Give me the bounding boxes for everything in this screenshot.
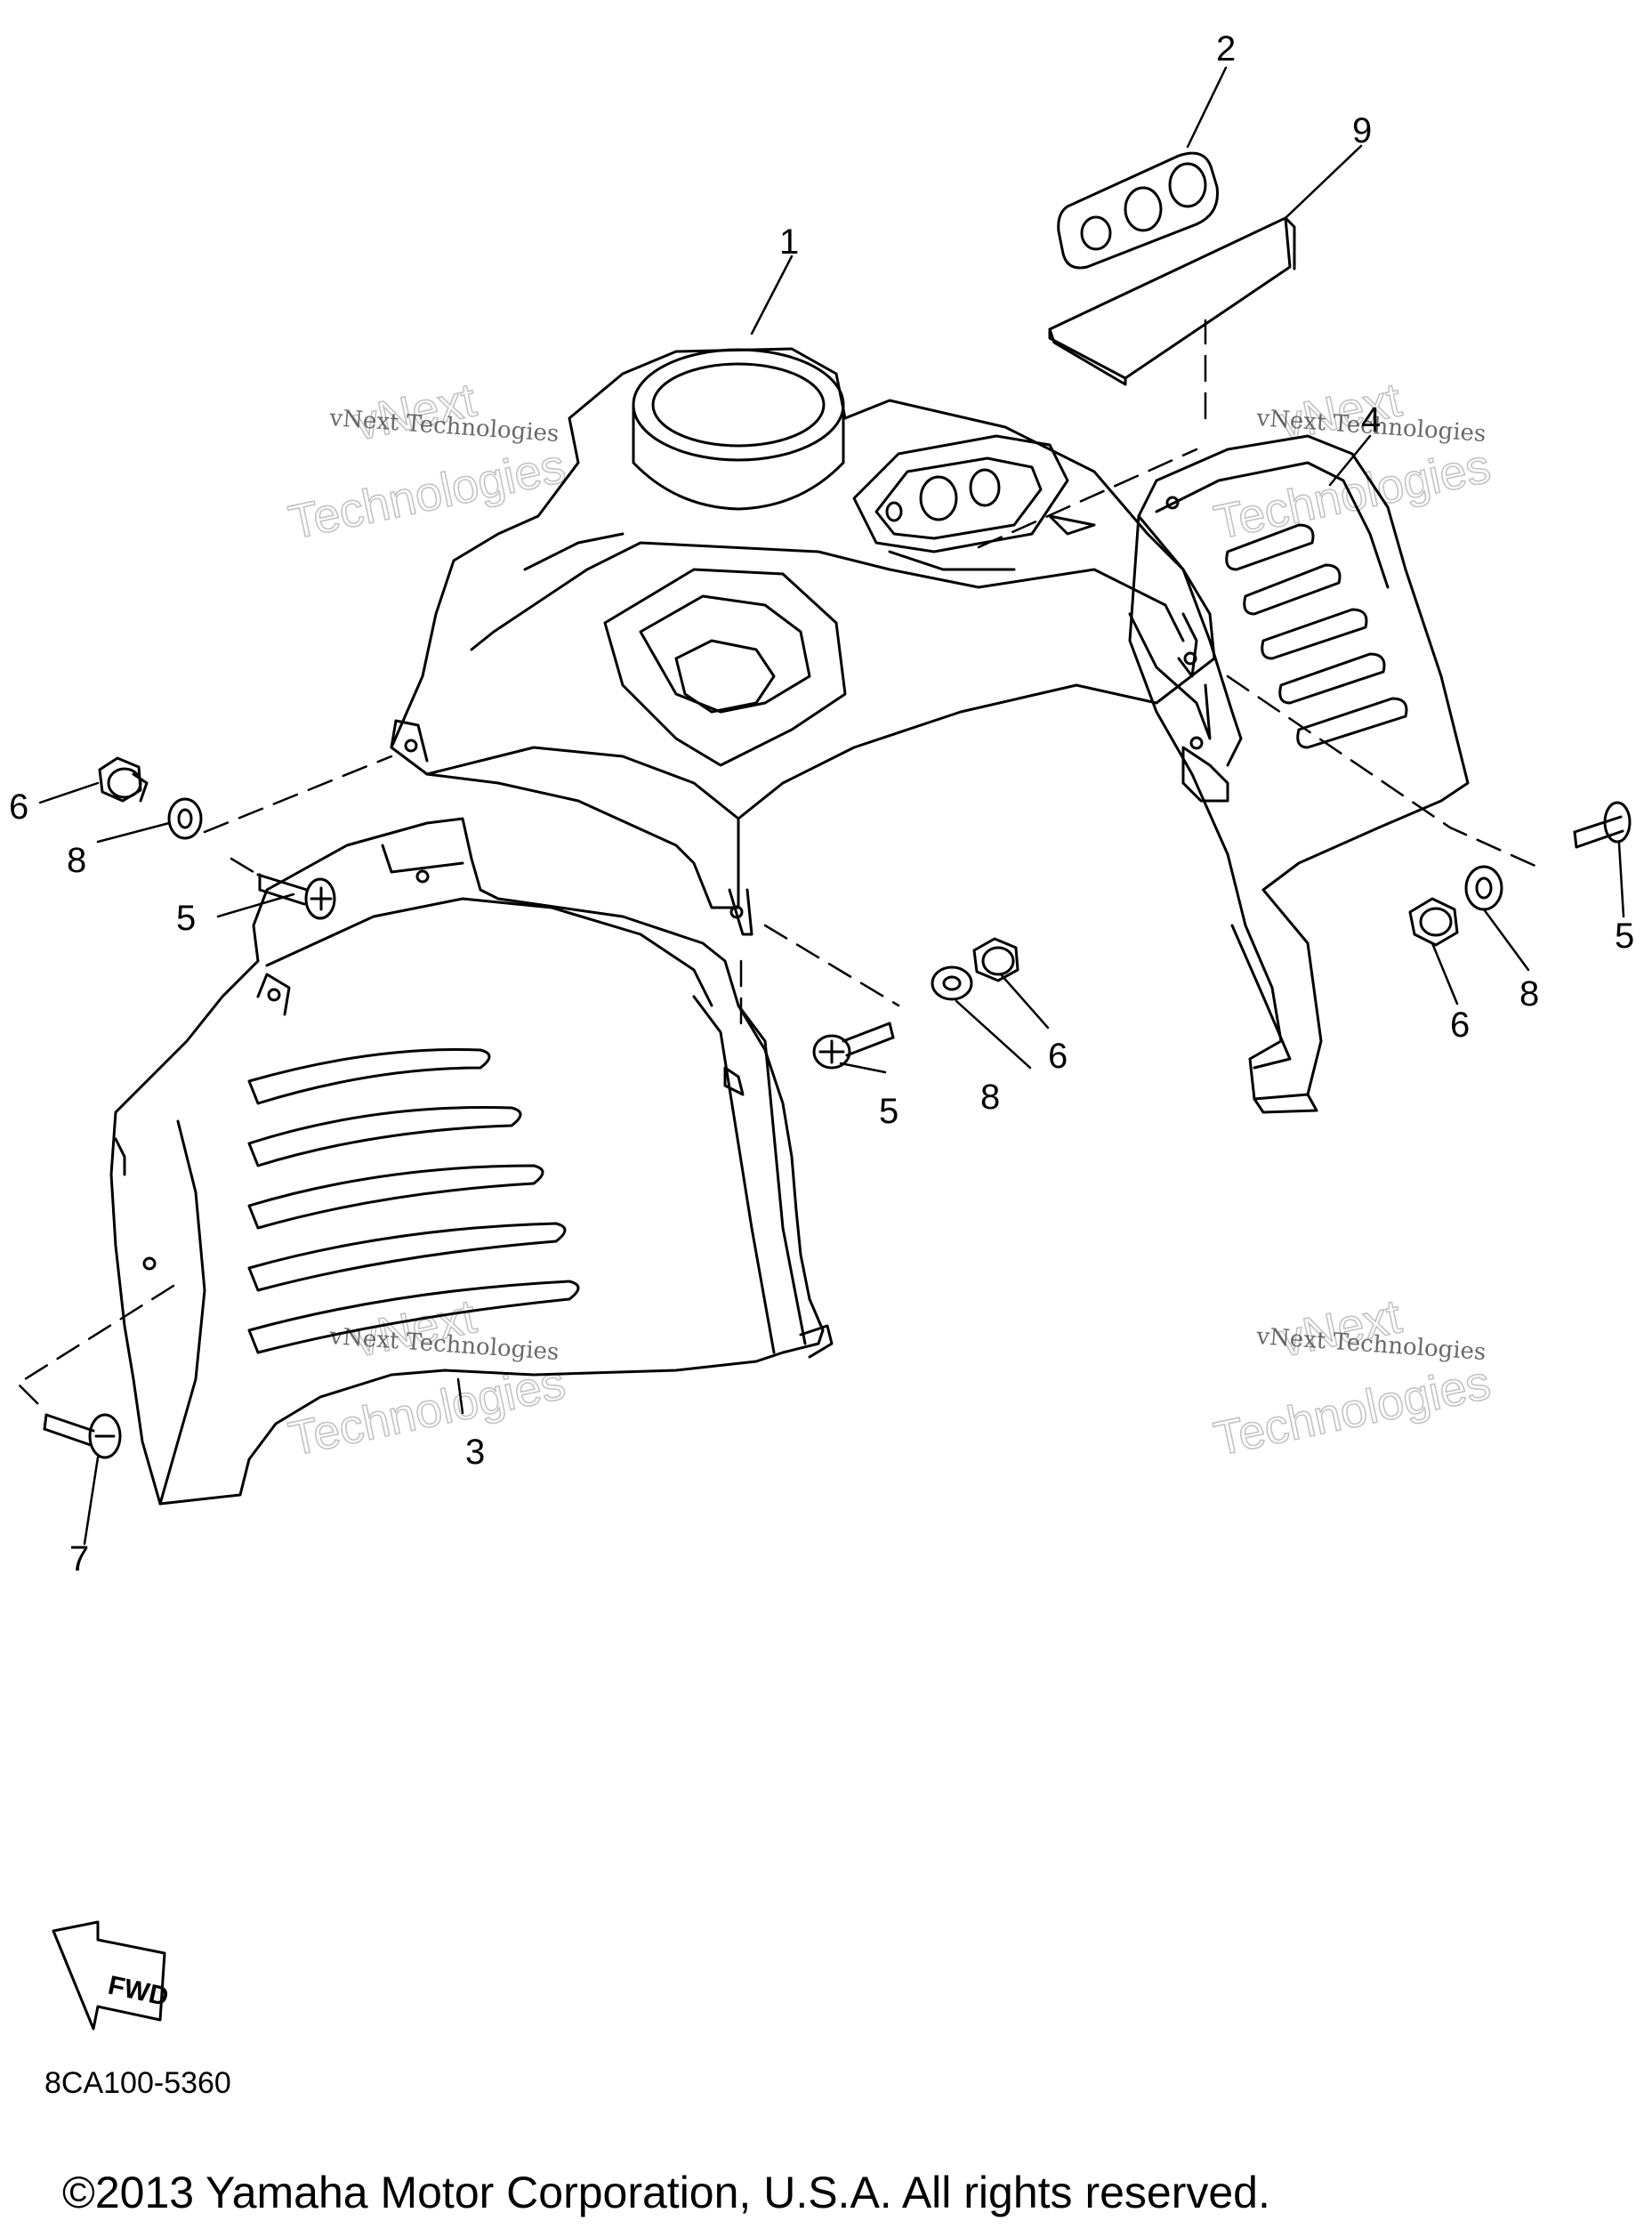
nut-left xyxy=(98,756,149,803)
callout-6-right: 6 xyxy=(1450,1005,1470,1045)
fwd-label: FWD xyxy=(106,1971,172,2012)
washer-right xyxy=(1464,865,1503,911)
svg-text:Technologies: Technologies xyxy=(1210,1356,1495,1466)
watermark-bottom-left: vNext Technologies vNext Technologies xyxy=(284,1288,570,1466)
copyright-notice: ©2013 Yamaha Motor Corporation, U.S.A. A… xyxy=(62,2168,1270,2217)
nut-right xyxy=(1408,897,1459,947)
bolt-right xyxy=(1573,801,1632,849)
callout-8-center: 8 xyxy=(980,1078,1000,1117)
watermark-bottom-right: vNext Technologies vNext Technologies xyxy=(1209,1288,1495,1466)
diagram-part-code: 8CA100-5360 xyxy=(44,2066,231,2100)
fwd-arrow-icon xyxy=(52,1920,166,2031)
callout-4: 4 xyxy=(1361,400,1381,440)
callout-3: 3 xyxy=(465,1433,485,1472)
washer-center xyxy=(931,965,973,1001)
callout-2: 2 xyxy=(1216,29,1236,69)
callout-5-left: 5 xyxy=(176,899,196,938)
callout-numbers: 1 2 3 4 5 5 5 6 6 6 7 8 8 8 9 xyxy=(9,29,1634,1579)
front-top-cover xyxy=(390,347,1216,936)
right-side-panel xyxy=(1128,434,1470,1114)
leader-lines xyxy=(38,66,1625,1546)
assembly-lines xyxy=(16,319,1541,1408)
callout-7: 7 xyxy=(69,1539,89,1579)
watermark-top-right: vNext Technologies vNext Technologies xyxy=(1209,372,1495,550)
callout-5-center: 5 xyxy=(879,1092,899,1131)
nut-center xyxy=(972,937,1019,982)
callout-1: 1 xyxy=(779,222,799,262)
watermark-top-left: vNext Technologies vNext Technologies xyxy=(284,372,570,550)
screw xyxy=(43,1413,122,1459)
bolt-left xyxy=(256,873,336,920)
callout-6-center: 6 xyxy=(1048,1037,1068,1076)
callout-8-right: 8 xyxy=(1519,974,1539,1014)
callout-5-right: 5 xyxy=(1615,917,1634,956)
plate xyxy=(1048,216,1296,386)
gasket xyxy=(1057,151,1220,270)
callout-8-left: 8 xyxy=(67,841,86,880)
washer-left xyxy=(167,797,203,840)
left-side-panel xyxy=(109,817,834,1506)
callout-6-left: 6 xyxy=(9,787,28,827)
svg-text:Technologies: Technologies xyxy=(285,440,570,550)
bolt-center xyxy=(812,1022,895,1070)
callout-9: 9 xyxy=(1352,111,1372,150)
